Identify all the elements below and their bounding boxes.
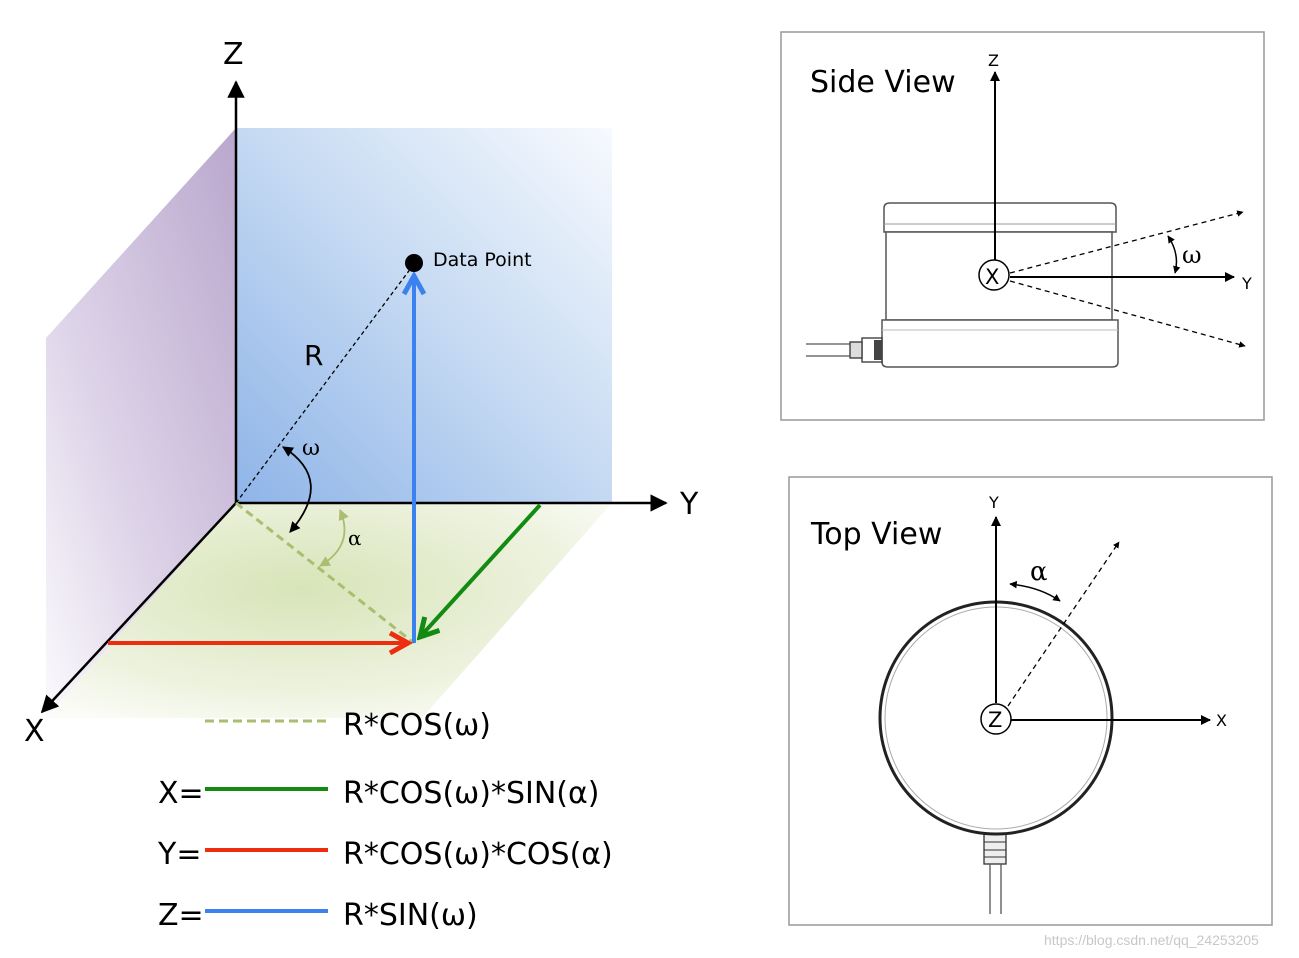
x-component-arrow — [420, 503, 542, 637]
top-x-label: X — [1216, 711, 1227, 730]
legend-formula-z: R*SIN(ω) — [343, 898, 478, 933]
r-label: R — [304, 339, 323, 372]
zy-plane — [236, 128, 612, 503]
top-view-frame — [788, 476, 1273, 926]
omega-arc — [282, 446, 312, 533]
x-axis — [40, 502, 237, 714]
legend-formula-y: R*COS(ω)*COS(α) — [343, 837, 613, 872]
side-view-title: Side View — [810, 65, 956, 100]
top-y-label: Y — [988, 493, 999, 512]
data-point — [405, 254, 423, 272]
alpha-arc — [319, 509, 349, 567]
r-line — [235, 263, 415, 504]
sensor-top-cable — [983, 833, 1007, 914]
legend-formula-projection: R*COS(ω) — [343, 708, 491, 743]
side-omega-arc — [1167, 235, 1181, 274]
watermark: https://blog.csdn.net/qq_24253205 — [1044, 932, 1259, 948]
omega-label: ω — [302, 436, 320, 461]
alpha-label: α — [348, 526, 362, 550]
top-center-label: Z — [988, 708, 1002, 732]
top-alpha-arc — [1009, 580, 1061, 602]
x-axis-label: X — [24, 714, 45, 749]
top-view-panel: Top View Y X α Z — [788, 476, 1273, 926]
legend-prefix-x: X= — [158, 776, 204, 811]
legend-prefix-z: Z= — [158, 898, 204, 933]
z-axis-label: Z — [223, 37, 244, 72]
side-omega-label: ω — [1182, 241, 1202, 269]
legend-formula-x: R*COS(ω)*SIN(α) — [343, 776, 600, 811]
legend: R*COS(ω) X= R*COS(ω)*SIN(α) Y= R*COS(ω)*… — [157, 708, 613, 933]
top-alpha-label: α — [1030, 557, 1048, 587]
side-y-label: Y — [1241, 274, 1252, 293]
side-upper-ray — [1009, 210, 1244, 274]
y-axis-label: Y — [679, 487, 699, 522]
xy-plane — [46, 503, 612, 718]
top-center-circle — [980, 703, 1012, 735]
side-view-panel: Side View Z Y ω X — [780, 31, 1265, 421]
data-point-label: Data Point — [433, 249, 532, 271]
zx-plane — [46, 128, 236, 718]
top-view-title: Top View — [810, 517, 942, 552]
r-cos-projection-line — [235, 501, 415, 645]
side-z-label: Z — [988, 51, 999, 70]
main-3d-diagram: Z Y X R Data Point ω α — [24, 37, 699, 749]
side-center-circle — [978, 259, 1010, 291]
side-lower-ray — [1009, 280, 1246, 348]
side-center-label: X — [985, 265, 999, 289]
top-alpha-ray — [1007, 541, 1120, 707]
legend-prefix-y: Y= — [157, 837, 201, 872]
